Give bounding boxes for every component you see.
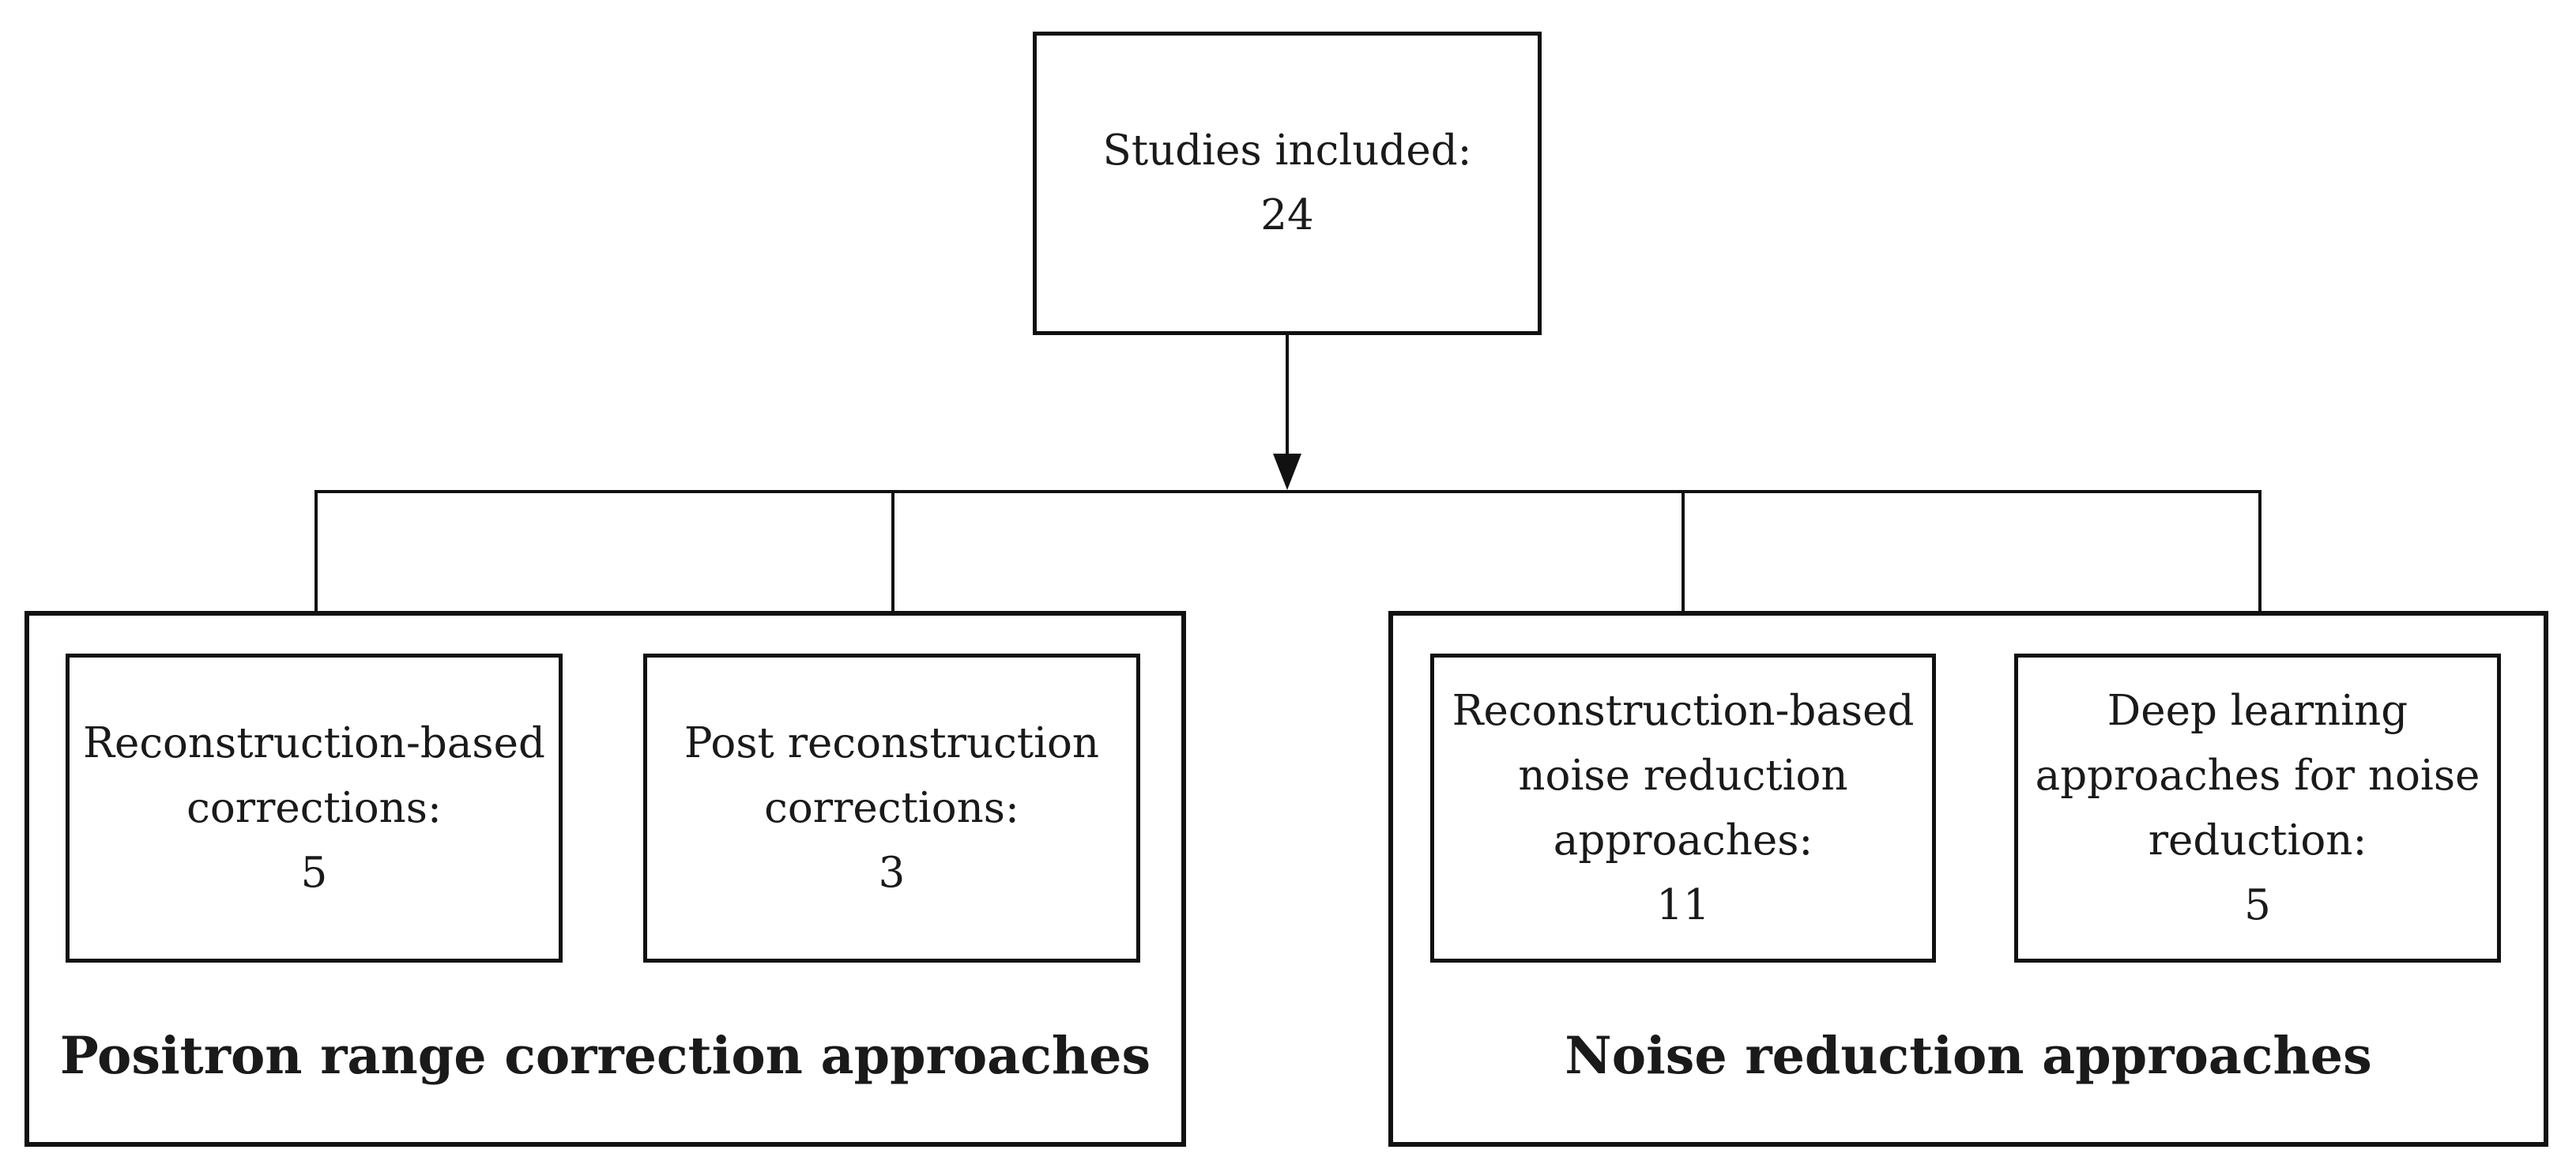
trunk-connector-line: [1286, 335, 1289, 455]
node-text-line: Reconstruction-based: [1452, 686, 1915, 735]
root-node-studies-included: Studies included: 24: [1033, 32, 1542, 335]
branch-line-1: [314, 493, 318, 616]
node-text-line: corrections:: [764, 783, 1019, 832]
node-count: 11: [1656, 880, 1710, 929]
node-reconstruction-based-noise-reduction: Reconstruction-based noise reduction app…: [1430, 654, 1936, 963]
node-text-line: reduction:: [2148, 816, 2367, 865]
node-reconstruction-based-corrections: Reconstruction-based corrections: 5: [66, 654, 563, 963]
branch-line-2: [891, 493, 894, 616]
root-node-count: 24: [1260, 191, 1314, 239]
bus-connector-line: [314, 490, 2262, 493]
root-node-text: Studies included:: [1102, 126, 1472, 175]
branch-line-3: [1682, 493, 1685, 616]
node-text-line: corrections:: [186, 783, 442, 832]
node-text-line: noise reduction: [1518, 751, 1848, 800]
node-post-reconstruction-corrections: Post reconstruction corrections: 3: [643, 654, 1140, 963]
group-label-positron-range-correction: Positron range correction approaches: [59, 1026, 1151, 1086]
node-text-line: approaches for noise: [2035, 751, 2480, 800]
group-label-noise-reduction: Noise reduction approaches: [1565, 1026, 2372, 1086]
node-count: 5: [2244, 880, 2271, 929]
trunk-arrowhead-icon: [1273, 454, 1301, 490]
branch-line-4: [2258, 493, 2262, 616]
node-deep-learning-noise-reduction: Deep learning approaches for noise reduc…: [2014, 654, 2501, 963]
node-count: 5: [300, 848, 328, 897]
node-text-line: Reconstruction-based: [83, 718, 545, 767]
node-count: 3: [878, 848, 906, 897]
node-text-line: approaches:: [1553, 816, 1813, 865]
node-text-line: Deep learning: [2107, 686, 2408, 735]
node-text-line: Post reconstruction: [684, 718, 1100, 767]
